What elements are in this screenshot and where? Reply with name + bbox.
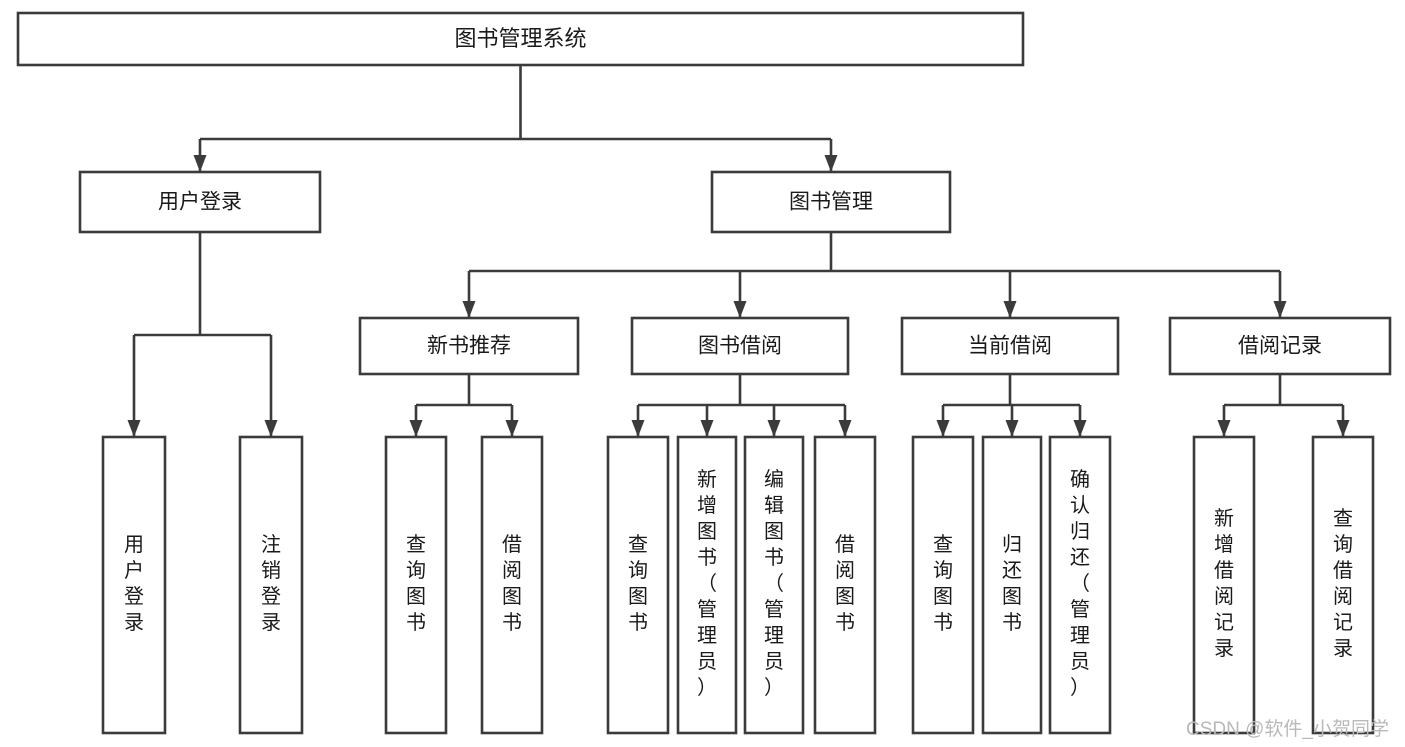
node-leaf-7-借阅图书-rect (813, 435, 877, 735)
node-root-图书管理系统[interactable]: 图书管理系统 (16, 11, 1025, 67)
group-0-children-arrow-1 (505, 420, 519, 437)
node-leaf-4-查询图书[interactable]: 查询图书 (606, 435, 670, 735)
node-l2-图书借阅[interactable]: 图书借阅 (630, 316, 850, 376)
node-l2-当前借阅[interactable]: 当前借阅 (900, 316, 1120, 376)
node-l1-图书管理-label: 图书管理 (789, 191, 873, 214)
nodes-layer: 图书管理系统用户登录图书管理新书推荐图书借阅当前借阅借阅记录用户登录注销登录查询… (16, 11, 1392, 735)
user-login-children-arrow-1 (264, 420, 278, 437)
node-l1-用户登录[interactable]: 用户登录 (78, 170, 322, 234)
node-leaf-4-查询图书-label: 查询图书 (628, 533, 648, 634)
node-l1-图书管理[interactable]: 图书管理 (710, 170, 952, 234)
node-leaf-10-确认归还管理员-label: 确认归还（管理员） (1070, 468, 1090, 699)
node-leaf-6-编辑图书管理员[interactable]: 编辑图书（管理员） (743, 435, 805, 735)
node-leaf-1-注销登录-label: 注销登录 (261, 533, 281, 634)
node-root-图书管理系统-label: 图书管理系统 (454, 26, 586, 51)
node-l1-用户登录-rect (78, 170, 322, 234)
user-login-children-arrow-0 (127, 420, 141, 437)
node-leaf-11-新增借阅记录-label: 新增借阅记录 (1214, 507, 1234, 660)
node-l2-图书借阅-rect (630, 316, 850, 376)
node-leaf-6-编辑图书管理员-label: 编辑图书（管理员） (764, 468, 784, 699)
node-leaf-3-借阅图书[interactable]: 借阅图书 (480, 435, 544, 735)
group-1-children-arrow-0 (631, 420, 645, 437)
node-leaf-0-用户登录-label: 用户登录 (124, 534, 144, 634)
node-l2-新书推荐[interactable]: 新书推荐 (358, 316, 580, 376)
node-leaf-5-新增图书管理员[interactable]: 新增图书（管理员） (676, 435, 738, 735)
node-leaf-9-归还图书-label: 归还图书 (1002, 533, 1022, 634)
node-leaf-3-借阅图书-label: 借阅图书 (502, 533, 522, 634)
node-leaf-2-查询图书[interactable]: 查询图书 (384, 435, 448, 735)
root-to-level1-arrow-0 (193, 155, 207, 172)
group-1-children-arrow-1 (700, 420, 714, 437)
group-1-children-arrow-2 (767, 420, 781, 437)
node-leaf-12-查询借阅记录[interactable]: 查询借阅记录 (1311, 435, 1375, 735)
node-leaf-3-借阅图书-rect (480, 435, 544, 735)
book-mgmt-children-arrow-0 (462, 301, 476, 318)
node-leaf-0-用户登录-rect (101, 435, 167, 735)
connectors-layer (127, 65, 1350, 437)
book-mgmt-children-arrow-2 (1003, 301, 1017, 318)
group-2-children-arrow-2 (1073, 420, 1087, 437)
node-l2-新书推荐-rect (358, 316, 580, 376)
node-leaf-5-新增图书管理员-label: 新增图书（管理员） (697, 468, 717, 699)
node-leaf-0-用户登录[interactable]: 用户登录 (101, 435, 167, 735)
node-leaf-11-新增借阅记录-rect (1192, 435, 1256, 735)
node-l2-借阅记录-rect (1168, 316, 1392, 376)
node-l2-新书推荐-label: 新书推荐 (427, 335, 511, 358)
book-mgmt-children-arrow-3 (1273, 301, 1287, 318)
node-l1-图书管理-rect (710, 170, 952, 234)
node-leaf-1-注销登录-rect (238, 435, 304, 735)
node-leaf-12-查询借阅记录-rect (1311, 435, 1375, 735)
node-l2-图书借阅-label: 图书借阅 (698, 335, 782, 358)
node-leaf-7-借阅图书-label: 借阅图书 (835, 533, 855, 634)
node-l2-借阅记录[interactable]: 借阅记录 (1168, 316, 1392, 376)
node-l2-当前借阅-label: 当前借阅 (968, 335, 1052, 358)
node-leaf-4-查询图书-rect (606, 435, 670, 735)
node-l2-借阅记录-label: 借阅记录 (1238, 335, 1322, 358)
book-mgmt-children-arrow-1 (733, 301, 747, 318)
group-3-children-arrow-1 (1336, 420, 1350, 437)
node-leaf-6-编辑图书管理员-rect (743, 435, 805, 735)
node-leaf-11-新增借阅记录[interactable]: 新增借阅记录 (1192, 435, 1256, 735)
group-1-children-arrow-3 (838, 420, 852, 437)
node-leaf-9-归还图书[interactable]: 归还图书 (981, 435, 1043, 735)
root-to-level1-arrow-1 (824, 155, 838, 172)
node-l2-当前借阅-rect (900, 316, 1120, 376)
node-leaf-8-查询图书-label: 查询图书 (933, 533, 953, 634)
node-leaf-7-借阅图书[interactable]: 借阅图书 (813, 435, 877, 735)
node-leaf-8-查询图书-rect (911, 435, 975, 735)
node-leaf-10-确认归还管理员[interactable]: 确认归还（管理员） (1048, 435, 1112, 735)
group-2-children-arrow-0 (936, 420, 950, 437)
node-leaf-10-确认归还管理员-rect (1048, 435, 1112, 735)
group-2-children-arrow-1 (1005, 420, 1019, 437)
group-0-children-arrow-0 (409, 420, 423, 437)
node-leaf-2-查询图书-label: 查询图书 (406, 533, 426, 634)
node-root-图书管理系统-rect (16, 11, 1025, 67)
node-leaf-9-归还图书-rect (981, 435, 1043, 735)
node-leaf-1-注销登录[interactable]: 注销登录 (238, 435, 304, 735)
node-leaf-2-查询图书-rect (384, 435, 448, 735)
node-leaf-8-查询图书[interactable]: 查询图书 (911, 435, 975, 735)
group-3-children-arrow-0 (1217, 420, 1231, 437)
node-leaf-12-查询借阅记录-label: 查询借阅记录 (1333, 507, 1353, 660)
node-l1-用户登录-label: 用户登录 (158, 191, 242, 214)
node-leaf-5-新增图书管理员-rect (676, 435, 738, 735)
